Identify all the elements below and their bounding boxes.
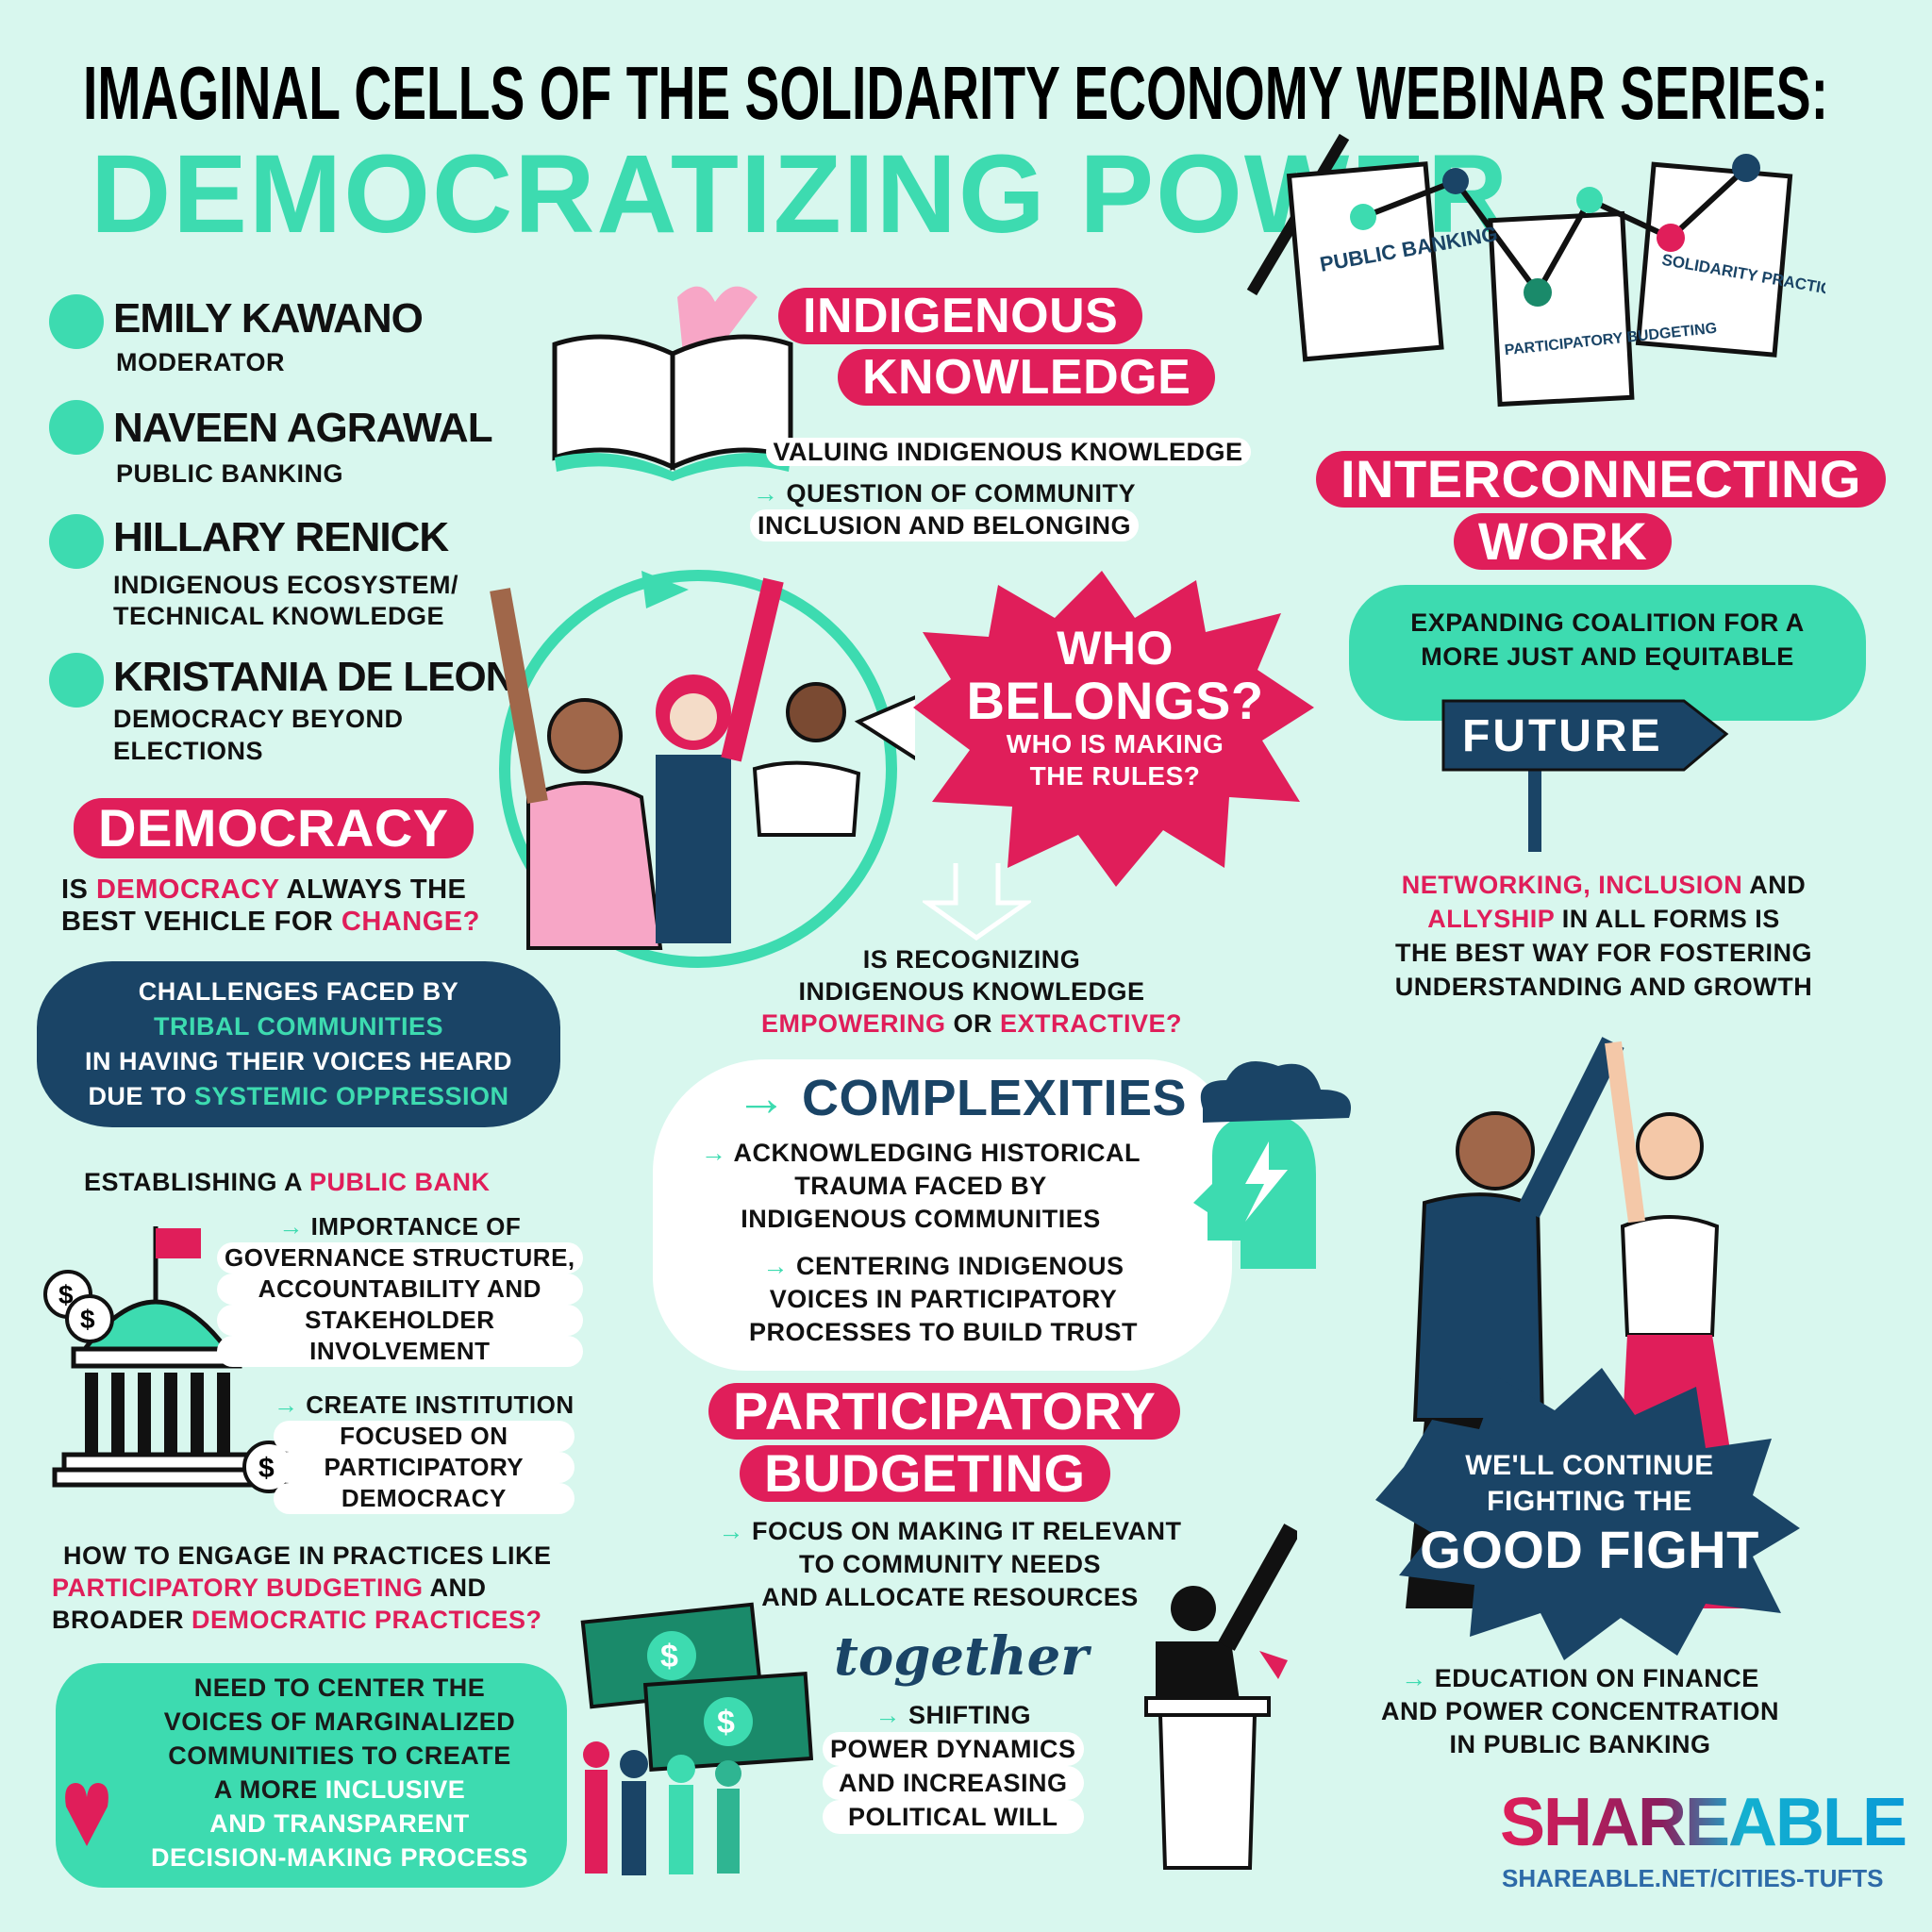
series-title-wrap: Imaginal Cells of the Solidarity Economy… <box>83 51 1828 135</box>
participatory-label-2: Budgeting <box>740 1445 1110 1502</box>
who-belongs-text: Who Belongs? Who is making the rules? <box>966 622 1264 791</box>
institution-bullet: → Create Institution Focused on Particip… <box>274 1391 575 1514</box>
engage-question: How to engage in practices like Particip… <box>52 1541 552 1634</box>
bullet-dot <box>49 400 104 455</box>
recognizing-question: Is recognizing Indigenous Knowledge Empo… <box>760 945 1183 1038</box>
who-belongs-burst <box>913 571 1314 887</box>
centering-bullet: → Centering Indigenous voices in partici… <box>748 1252 1139 1346</box>
challenges-box: Challenges faced by Tribal Communities i… <box>37 961 560 1127</box>
svg-text:$: $ <box>660 1639 678 1674</box>
svg-text:$: $ <box>58 1280 74 1309</box>
inclusion-bullet: → Question of Community Inclusion and Be… <box>750 477 1139 541</box>
speaker-role: Elections <box>113 737 264 765</box>
together-script: together <box>834 1625 1089 1688</box>
participatory-label-1: Participatory <box>708 1383 1181 1440</box>
good-fight-text: We'll continue fighting the Good Fight <box>1420 1450 1759 1579</box>
coalition-box: Expanding coalition for a more just and … <box>1349 585 1866 721</box>
open-book-heart-illustration <box>552 286 793 481</box>
down-arrow-icon <box>923 863 1031 941</box>
bullet-dot <box>49 294 104 349</box>
complexities-box <box>653 1059 1232 1371</box>
future-signpost: Future <box>1441 699 1729 852</box>
documents-network-illustration: Public Banking Participatory Budgeting S… <box>1246 133 1825 408</box>
speaker-role: Moderator <box>116 348 285 376</box>
speaker-role: Technical Knowledge <box>113 602 444 630</box>
indigenous-knowledge-label-2: Knowledge <box>838 349 1216 406</box>
series-title: Imaginal Cells of the Solidarity Economy… <box>83 51 1828 135</box>
protester-woman-hijab <box>656 577 784 943</box>
speaker-role: Democracy Beyond <box>113 705 404 733</box>
public-bank-heading: Establishing a Public Bank <box>84 1168 491 1196</box>
protester-woman-megaphone <box>752 682 915 837</box>
speaker-name: Naveen Agrawal <box>113 405 493 451</box>
podium-speaker-illustration <box>1144 1524 1297 1870</box>
speaker-role: Public Banking <box>116 459 343 488</box>
education-bullet: → Education on Finance and Power Concent… <box>1381 1664 1779 1758</box>
democracy-question: Is Democracy always the best vehicle for… <box>61 874 480 937</box>
protester-man <box>490 588 663 950</box>
complexities-title: → Complexities <box>736 1070 1188 1126</box>
svg-text:$: $ <box>80 1305 95 1334</box>
speaker-name: Hillary Renick <box>113 514 449 560</box>
heart-icon <box>65 1783 108 1846</box>
money-crowd-illustration: $ $ <box>580 1602 813 1875</box>
page-title: Democratizing Power <box>91 132 1510 257</box>
governance-bullet: → Importance of Governance Structure, Ac… <box>217 1211 583 1367</box>
bullet-dot <box>49 653 104 708</box>
relevant-bullet: → Focus on making it relevant to communi… <box>718 1517 1182 1611</box>
power-dynamics-bullet: → Shifting Power Dynamics and increasing… <box>823 1698 1084 1834</box>
shareable-logo: Shareable <box>1500 1785 1907 1860</box>
interconnecting-label-1: Interconnecting <box>1316 451 1886 508</box>
svg-text:$: $ <box>717 1705 735 1740</box>
valuing-bullet: → Valuing Indigenous Knowledge <box>732 436 1251 468</box>
svg-text:$: $ <box>258 1453 275 1484</box>
indigenous-knowledge-label-1: Indigenous <box>778 288 1143 344</box>
bullet-dot <box>49 514 104 569</box>
center-voices-box: Need to center the voices of marginalize… <box>56 1663 567 1888</box>
democracy-label: Democracy <box>74 798 474 858</box>
speaker-name: Emily Kawano <box>113 295 424 341</box>
speaker-name: Kristania De Leon <box>113 654 515 700</box>
interconnecting-label-2: Work <box>1454 513 1673 570</box>
bank-building-icon: $ $ $ <box>43 1226 295 1493</box>
protesters-illustration <box>490 570 915 968</box>
trauma-bullet: → Acknowledging historical trauma faced … <box>701 1139 1141 1233</box>
good-fight-burst <box>1375 1368 1800 1660</box>
networking-text: Networking, Inclusion and Allyship in al… <box>1394 871 1813 1001</box>
future-sign-text: Future <box>1462 711 1663 761</box>
speaker-role: Indigenous Ecosystem/ <box>113 571 459 599</box>
head-storm-cloud-icon <box>1193 1061 1351 1269</box>
shareable-url[interactable]: shareable.net/cities-tufts <box>1502 1864 1884 1892</box>
